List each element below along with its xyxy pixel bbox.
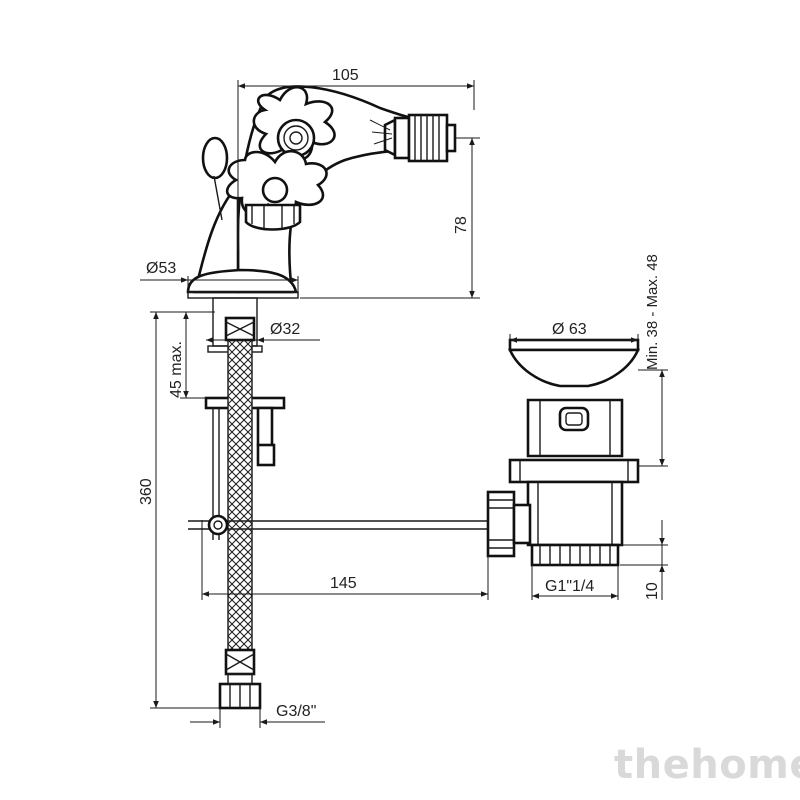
dim-45-max: 45 max. [168,311,215,399]
dim-g38: G3/8" [190,703,325,728]
lower-cross-handle [225,150,328,231]
dim-53: Ø53 [140,260,299,292]
dim-g114: G1"1/4 [531,565,619,600]
dim-10-label: 10 [644,582,661,600]
aerator-nozzle [369,113,457,163]
dim-32: Ø32 [206,321,320,343]
lever-knob [201,136,229,221]
dim-53-label: Ø53 [146,260,176,277]
dim-38-48-label: Min. 38 - Max. 48 [644,254,661,370]
dim-78: 78 [300,137,480,299]
dim-360: 360 [138,311,220,709]
pop-up-waste [486,338,641,567]
dim-63-label: Ø 63 [552,321,587,338]
dim-145: 145 [201,520,489,600]
dim-105-label: 105 [332,67,359,84]
dim-38-48: Min. 38 - Max. 48 [638,254,668,467]
dim-360-label: 360 [138,478,155,505]
dim-g114-label: G1"1/4 [545,578,594,595]
dim-145-label: 145 [330,575,357,592]
watermark-logo: thehome [614,742,800,788]
dim-45-label: 45 max. [168,341,185,398]
dim-78-label: 78 [453,216,470,234]
upper-cross-handle [252,85,336,161]
dim-63: Ø 63 [509,321,639,343]
braided-hose [218,316,262,710]
dim-32-label: Ø32 [270,321,300,338]
dim-105: 105 [237,67,475,250]
dim-g38-label: G3/8" [276,703,316,720]
dim-10: 10 [620,520,668,600]
pop-up-rod [188,514,488,536]
